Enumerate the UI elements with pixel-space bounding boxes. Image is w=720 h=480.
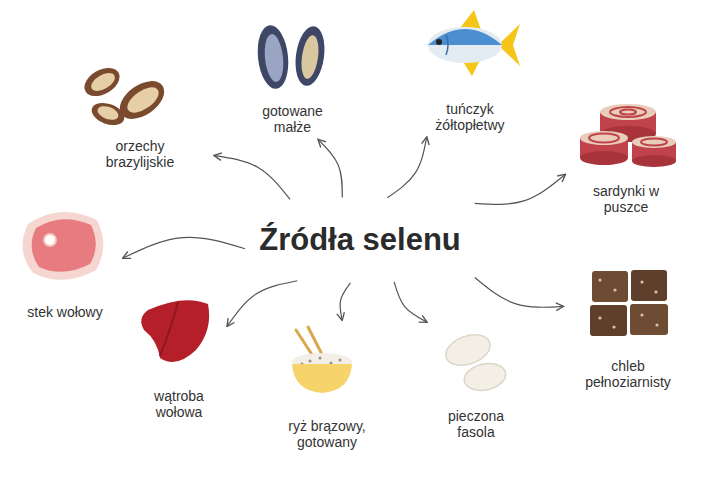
nut-kernel xyxy=(123,82,163,117)
food-node: sardynki w puszce xyxy=(570,95,682,215)
food-node: wątroba wołowa xyxy=(135,295,223,420)
mussel-inside xyxy=(299,34,321,80)
food-label: sardynki w puszce xyxy=(592,183,660,215)
bread-seed xyxy=(654,290,657,293)
nut-shell xyxy=(80,62,125,102)
food-label: wątroba wołowa xyxy=(143,388,215,420)
can-spiral xyxy=(610,107,646,117)
rice-bowl-icon xyxy=(292,327,352,393)
connector-arrow xyxy=(475,174,565,204)
fish-fin xyxy=(460,10,481,30)
food-node: orzechy brazylijskie xyxy=(70,55,210,170)
mussel-shell xyxy=(292,24,328,87)
food-label: orzechy brazylijskie xyxy=(94,138,186,170)
food-node: gotowane małże xyxy=(245,20,340,135)
hub-title: Źródła selenu xyxy=(259,222,461,258)
bread-seed xyxy=(598,316,601,319)
bread-icon xyxy=(590,270,668,336)
nut-kernel xyxy=(88,69,118,94)
can-bottom xyxy=(580,151,628,165)
food-node: chleb pełnoziarnisty xyxy=(568,265,688,390)
can-spiral xyxy=(589,134,619,143)
can-top xyxy=(580,131,628,145)
steak-meat xyxy=(32,219,96,272)
mussel-inside xyxy=(263,33,286,83)
rice-bowl xyxy=(292,364,352,393)
food-node: pieczona fasola xyxy=(430,325,522,440)
food-label: stek wołowy xyxy=(27,304,102,320)
bread-slice xyxy=(590,305,627,336)
liver-shape xyxy=(141,300,209,362)
rice-grain xyxy=(319,357,322,360)
bread-slice xyxy=(592,271,628,302)
connector-arrow xyxy=(387,137,426,198)
food-node: tuńczyk żółtopłetwy xyxy=(420,8,520,133)
mussels-icon xyxy=(255,24,328,91)
steak-fat xyxy=(23,212,104,280)
brazil-nuts-icon xyxy=(80,62,172,129)
tuna-icon xyxy=(428,10,520,76)
can-top xyxy=(632,136,676,148)
bread-seed xyxy=(612,325,615,328)
steak-bone xyxy=(44,234,56,246)
bread-slice xyxy=(630,304,668,335)
bean xyxy=(462,360,508,394)
connector-arrow xyxy=(123,237,245,258)
bread-seed xyxy=(598,278,601,281)
hub-node: Źródła selenu xyxy=(250,202,470,278)
nut-shell xyxy=(89,99,128,129)
can-bottom xyxy=(632,155,676,167)
fish-back xyxy=(428,29,502,45)
connector-arrow xyxy=(340,283,350,320)
mussel-shell xyxy=(255,24,292,91)
rice-grain xyxy=(309,360,312,363)
sardine-cans-icon xyxy=(580,104,676,167)
fish-eye xyxy=(436,39,442,45)
liver-icon xyxy=(141,300,209,362)
food-node: ryż brązowy, gotowany xyxy=(268,325,386,450)
can-spiral xyxy=(641,139,667,146)
steak-icon xyxy=(23,212,104,280)
connector-arrow xyxy=(394,282,427,322)
connector-arrow xyxy=(214,156,290,200)
liver-lobe-line xyxy=(160,302,178,356)
food-label: chleb pełnoziarnisty xyxy=(575,358,681,390)
fish-body xyxy=(428,27,502,63)
connector-arrow xyxy=(227,281,297,326)
bread-seed xyxy=(613,288,616,291)
fish-gill xyxy=(446,35,448,55)
nut-kernel xyxy=(96,104,121,123)
food-label: ryż brązowy, gotowany xyxy=(277,418,377,450)
food-node: stek wołowy xyxy=(12,205,118,320)
connector-arrow xyxy=(318,140,342,198)
bread-slice xyxy=(631,270,667,301)
food-label: gotowane małże xyxy=(253,103,333,135)
can-top xyxy=(600,104,656,120)
bread-seed xyxy=(655,323,658,326)
beans-icon xyxy=(442,329,509,394)
can-spiral xyxy=(620,110,636,115)
food-label: tuńczyk żółtopłetwy xyxy=(426,101,514,133)
food-label: pieczona fasola xyxy=(440,408,512,440)
bread-seed xyxy=(640,313,643,316)
bread-seed xyxy=(640,280,643,283)
connector-arrow xyxy=(475,277,563,307)
rice-grain xyxy=(339,359,342,362)
